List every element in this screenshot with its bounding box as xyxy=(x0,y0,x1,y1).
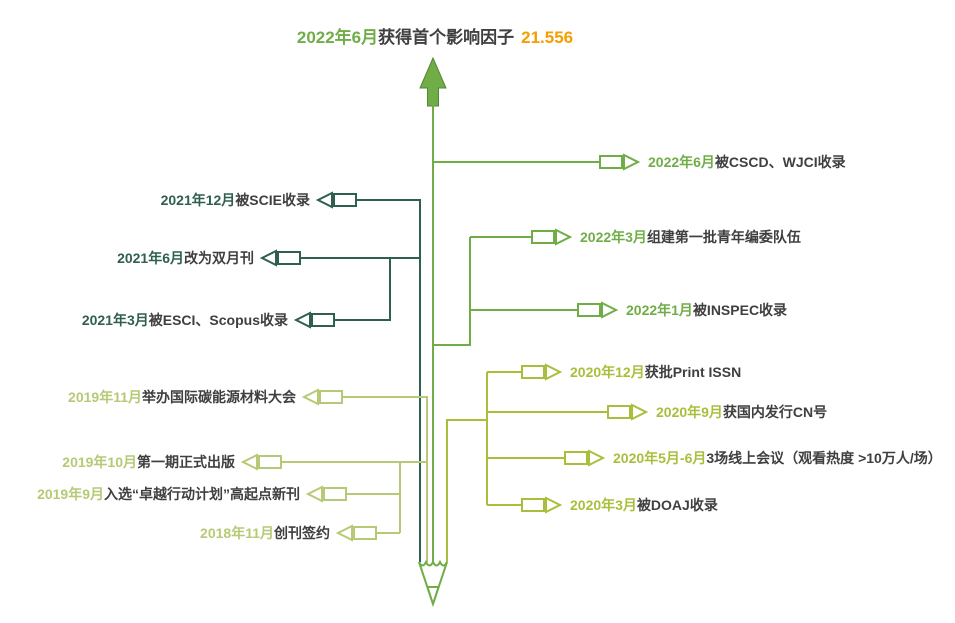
flag-box xyxy=(531,230,555,244)
milestone-2020-09-cn-number: 2020年9月获国内发行CN号 xyxy=(656,403,827,421)
pencil-wood-edge xyxy=(418,559,448,567)
milestone-2019-11-conference: 2019年11月举办国际碳能源材料大会 xyxy=(68,388,296,406)
flag-box xyxy=(607,405,631,419)
flag-box xyxy=(577,303,601,317)
milestone-text: 举办国际碳能源材料大会 xyxy=(142,389,296,405)
flag-box xyxy=(599,155,623,169)
milestone-date: 2020年5月-6月 xyxy=(613,450,707,466)
milestone-date: 2022年3月 xyxy=(580,229,647,245)
flag-arrow-icon xyxy=(623,153,641,171)
milestone-2020-12-print-issn: 2020年12月获批Print ISSN xyxy=(570,363,741,381)
flag-arrow-icon xyxy=(545,496,563,514)
flag-box xyxy=(564,451,588,465)
milestone-text: 3场线上会议（观看热度 >10万人/场） xyxy=(706,450,942,466)
milestone-2018-11-signing: 2018年11月创刊签约 xyxy=(200,524,330,542)
pencil-lead-icon xyxy=(426,586,440,608)
milestone-date: 2021年12月 xyxy=(160,192,236,208)
flag-box xyxy=(258,455,282,469)
milestone-date: 2019年11月 xyxy=(68,389,142,405)
milestone-date: 2021年6月 xyxy=(117,250,184,266)
branch-2019-11-line xyxy=(342,396,428,562)
milestone-date: 2019年10月 xyxy=(62,454,137,470)
milestone-text: 创刊签约 xyxy=(274,525,330,541)
milestone-date: 2020年3月 xyxy=(570,497,637,513)
connector-2020-join xyxy=(446,419,487,562)
flag-box xyxy=(277,251,301,265)
flag-arrow-icon xyxy=(315,191,333,209)
milestone-text: 改为双月刊 xyxy=(184,250,254,266)
milestone-text: 被DOAJ收录 xyxy=(636,497,718,513)
up-arrow-icon xyxy=(419,56,447,107)
milestone-date: 2020年12月 xyxy=(570,364,645,380)
flag-arrow-icon xyxy=(601,301,619,319)
flag-box xyxy=(319,390,343,404)
milestone-date: 2022年6月 xyxy=(648,154,715,170)
milestone-text: 获国内发行CN号 xyxy=(722,404,828,420)
flag-arrow-icon xyxy=(588,449,606,467)
milestone-2020-056-online-meetings: 2020年5月-6月3场线上会议（观看热度 >10万人/场） xyxy=(613,449,942,467)
milestone-text: 组建第一批青年编委队伍 xyxy=(646,229,801,245)
milestone-2022-06-cscd: 2022年6月被CSCD、WJCI收录 xyxy=(648,153,846,171)
flag-box xyxy=(353,526,377,540)
branch-2021-12-line xyxy=(356,199,421,562)
milestone-2019-09-excellence-plan: 2019年9月入选“卓越行动计划”高起点新刊 xyxy=(37,485,300,503)
milestone-text: 被SCIE收录 xyxy=(235,192,310,208)
flag-arrow-icon xyxy=(240,453,258,471)
milestone-date: 2020年9月 xyxy=(656,404,723,420)
milestone-text: 被INSPEC收录 xyxy=(692,302,788,318)
page-title: 2022年6月获得首个影响因子 21.556 xyxy=(135,27,735,49)
connector-2022-right xyxy=(434,237,471,346)
milestone-date: 2019年9月 xyxy=(37,486,104,502)
flag-arrow-icon xyxy=(555,228,573,246)
title-impact-factor: 21.556 xyxy=(521,28,574,47)
flag-arrow-icon xyxy=(301,388,319,406)
flag-arrow-icon xyxy=(335,524,353,542)
flag-arrow-icon xyxy=(545,363,563,381)
milestone-text: 入选“卓越行动计划”高起点新刊 xyxy=(104,486,300,502)
milestone-2022-03-editorial-board: 2022年3月组建第一批青年编委队伍 xyxy=(580,228,801,246)
milestone-text: 被ESCI、Scopus收录 xyxy=(148,312,288,328)
flag-box xyxy=(521,365,545,379)
milestone-2022-01-inspec: 2022年1月被INSPEC收录 xyxy=(626,301,787,319)
milestone-date: 2018年11月 xyxy=(200,525,274,541)
milestone-date: 2021年3月 xyxy=(81,312,149,328)
milestone-date: 2022年1月 xyxy=(626,302,693,318)
flag-arrow-icon xyxy=(293,311,311,329)
milestone-2019-10-first-issue: 2019年10月第一期正式出版 xyxy=(62,453,235,471)
milestone-text: 第一期正式出版 xyxy=(137,454,235,470)
milestone-2021-03-esci-scopus: 2021年3月被ESCI、Scopus收录 xyxy=(82,311,288,329)
flag-arrow-icon xyxy=(259,249,277,267)
milestone-2021-06-bimonthly: 2021年6月改为双月刊 xyxy=(117,249,254,267)
flag-arrow-icon xyxy=(631,403,649,421)
flag-box xyxy=(333,193,357,207)
milestone-text: 获批Print ISSN xyxy=(644,364,742,380)
title-text: 获得首个影响因子 xyxy=(378,28,515,47)
branch-2021-03-line xyxy=(334,258,391,321)
milestone-2021-12-scie: 2021年12月被SCIE收录 xyxy=(161,191,310,209)
flag-box xyxy=(323,487,347,501)
milestone-text: 被CSCD、WJCI收录 xyxy=(714,154,846,170)
flag-box xyxy=(521,498,545,512)
milestone-2020-03-doaj: 2020年3月被DOAJ收录 xyxy=(570,496,718,514)
flag-box xyxy=(311,313,335,327)
flag-arrow-icon xyxy=(305,485,323,503)
title-date: 2022年6月 xyxy=(296,28,379,47)
